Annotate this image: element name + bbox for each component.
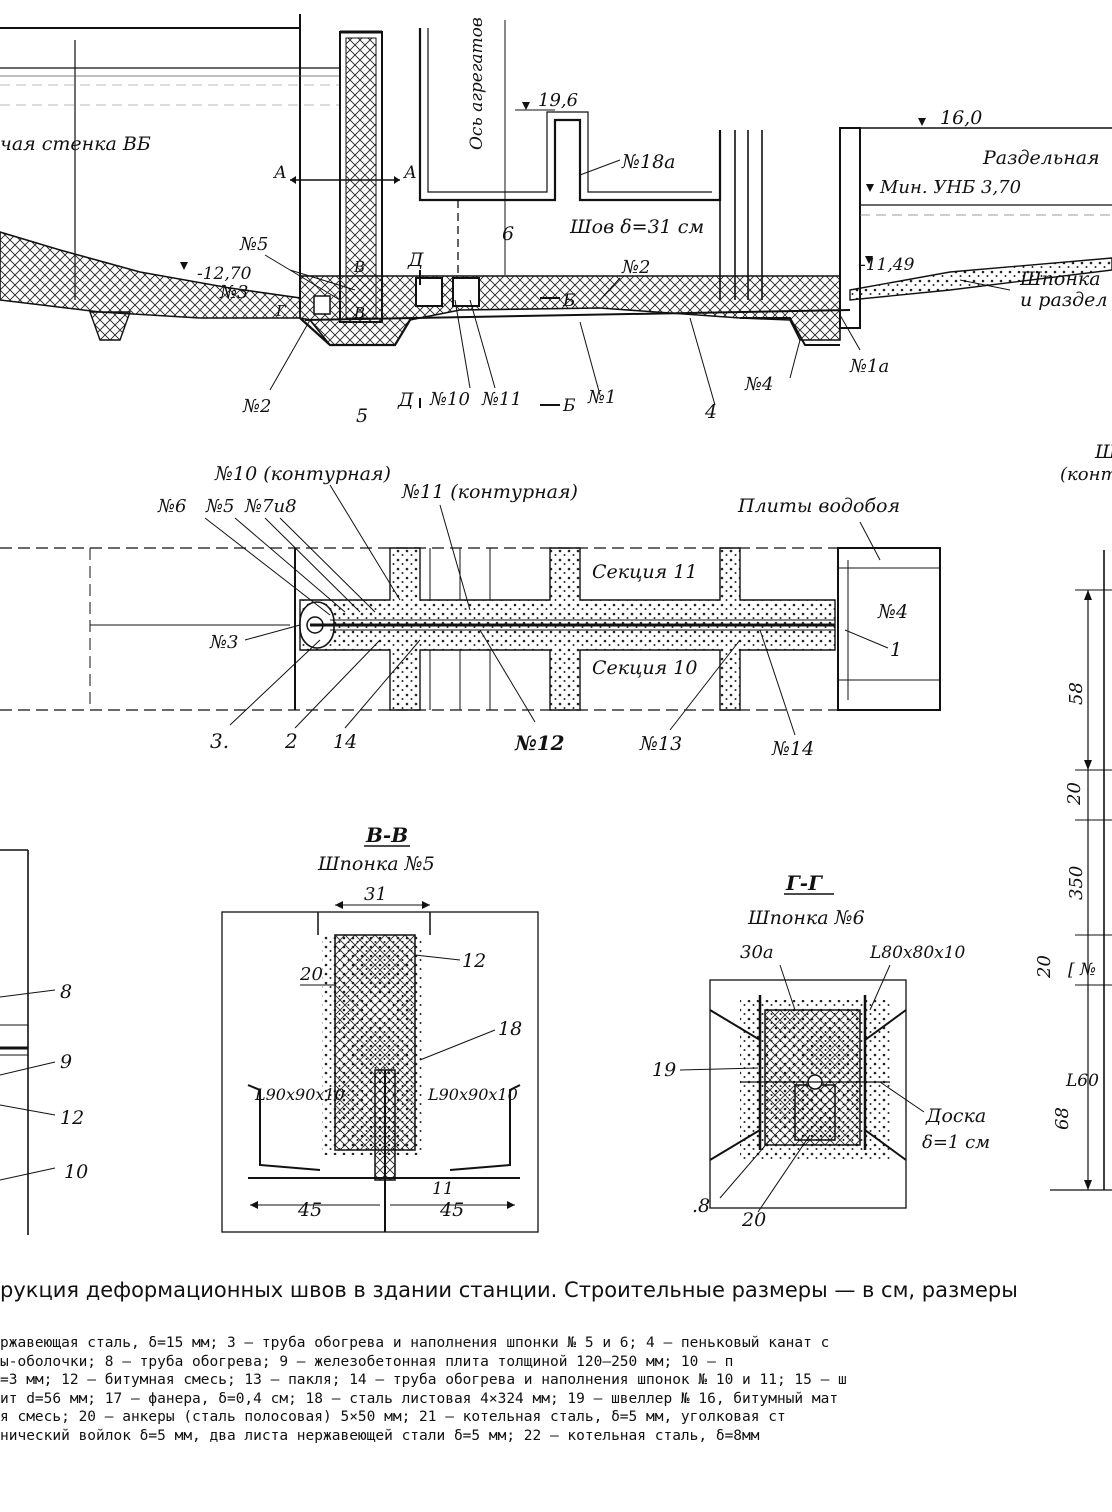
legend-line: =3 мм; 12 — битумная смесь; 13 — пакля; … — [0, 1372, 847, 1388]
n11-label: №11 — [481, 389, 522, 410]
left-label-10: 10 — [64, 1161, 88, 1183]
section-v-bottom: В — [353, 304, 365, 322]
dim-58-top: 58 — [1066, 682, 1087, 705]
label-14: 14 — [333, 731, 357, 753]
plan-view: №10 (контурная) №11 (контурная) №6 №5 №7… — [0, 441, 1112, 760]
n10-label: №10 — [429, 389, 470, 410]
dim-20-upper: 20 — [1064, 782, 1085, 806]
section-d-top: Д — [407, 249, 424, 271]
n5-label: №5 — [239, 234, 269, 255]
n14-label: №14 — [771, 738, 814, 760]
section-b-top: Б — [562, 291, 576, 311]
section-11-label: Секция 11 — [592, 561, 697, 583]
vv-angle-right: L90x90x10 — [427, 1085, 518, 1104]
angle-60-label: L60 — [1065, 1071, 1099, 1091]
section-gg: Г-Г Шпонка №6 30а L80x80x10 19 Доска δ=1… — [652, 871, 990, 1231]
label-4: 4 — [704, 401, 717, 423]
n5-plan-label: №5 — [205, 496, 235, 517]
label-6: 6 — [502, 223, 514, 245]
dim-350: 350 — [1066, 866, 1087, 900]
gg-board-thickness: δ=1 см — [922, 1132, 990, 1153]
gg-board-label: Доска — [925, 1105, 986, 1127]
n11-contour-label: №11 (контурная) — [401, 481, 578, 503]
section-a-left: А — [273, 163, 287, 183]
dim-20-lower: 20 — [1034, 955, 1055, 979]
legend-line: ржавеющая сталь, δ=15 мм; 3 — труба обог… — [0, 1335, 830, 1351]
elev-11-49: -11,49 — [860, 255, 915, 275]
n3-label: №3 — [219, 282, 249, 303]
left-fragment: 8 9 12 10 — [0, 849, 88, 1235]
label-5: 5 — [356, 405, 368, 427]
legend-line: я смесь; 20 — анкеры (сталь полосовая) 5… — [0, 1409, 786, 1425]
channel-label: [ № — [1068, 960, 1096, 980]
section-gg-subtitle: Шпонка №6 — [747, 907, 865, 929]
section-v-top: В — [353, 258, 365, 276]
gg-label-19: 19 — [652, 1059, 676, 1081]
left-label-12: 12 — [60, 1107, 84, 1129]
n7i8-label: №7и8 — [244, 496, 297, 517]
label-1: 1 — [890, 639, 902, 661]
n2-label-left: №2 — [242, 396, 272, 417]
section-g: Г — [275, 302, 287, 320]
n3-plan-label: №3 — [209, 632, 239, 653]
and-separator-label: и раздел — [1020, 289, 1108, 311]
left-label-9: 9 — [60, 1051, 72, 1073]
n1-label: №1 — [587, 387, 617, 408]
longitudinal-section: чая стенка ВБ Ось агрегатов 19,6 16,0 Ра… — [0, 14, 1112, 427]
vv-dim-20: 20 — [299, 964, 323, 985]
legend-block: ржавеющая сталь, δ=15 мм; 3 — труба обог… — [0, 1334, 1112, 1445]
drawing: чая стенка ВБ Ось агрегатов 19,6 16,0 Ра… — [0, 14, 1112, 1235]
n12-label: №12 — [514, 731, 565, 755]
figure-caption: рукция деформационных швов в здании стан… — [0, 1278, 1018, 1302]
legend-line: нический войлок δ=5 мм, два листа нержав… — [0, 1427, 760, 1444]
gg-label-30a: 30а — [740, 942, 774, 963]
right-dimensions: 58 20 350 20 68 [ № L60 — [1034, 550, 1112, 1191]
elev-16-0: 16,0 — [940, 107, 982, 129]
separator-label: Раздельная — [982, 147, 1100, 169]
label-3: 3. — [210, 729, 229, 753]
n6-label: №6 — [157, 496, 187, 517]
vv-dim-45-right: 45 — [439, 1199, 464, 1221]
gg-label-8: .8 — [692, 1195, 710, 1217]
legend-line: ы-оболочки; 8 — труба обогрева; 9 — желе… — [0, 1353, 734, 1370]
n1a-label: №1а — [849, 356, 889, 377]
vv-label-11: 11 — [432, 1179, 454, 1199]
n4-plan-label: №4 — [877, 601, 908, 623]
kon-right-label: (конт — [1060, 464, 1112, 485]
vv-label-18: 18 — [498, 1018, 522, 1040]
section-a-right: А — [403, 163, 417, 183]
vv-angle-left: L90x90x10 — [254, 1085, 345, 1104]
legend-line: ит d=56 мм; 17 — фанера, δ=0,4 см; 18 — … — [0, 1390, 839, 1407]
section-gg-title: Г-Г — [785, 871, 823, 895]
n10-contour-label: №10 (контурная) — [214, 463, 391, 485]
vv-dim-45-left: 45 — [297, 1199, 322, 1221]
plates-label: Плиты водобоя — [737, 495, 900, 517]
elev-12-70: -12,70 — [197, 264, 252, 284]
left-label-8: 8 — [60, 981, 72, 1003]
gg-angle: L80x80x10 — [869, 943, 966, 963]
min-unb-label: Мин. УНБ 3,70 — [879, 177, 1021, 198]
elev-19-6: 19,6 — [538, 90, 578, 111]
gg-label-20: 20 — [741, 1209, 766, 1231]
n2-label-mid: №2 — [621, 257, 651, 278]
n18a-label: №18а — [621, 151, 675, 173]
label-2: 2 — [284, 729, 298, 753]
section-b-bottom: Б — [562, 396, 576, 416]
section-vv-title: В-В — [365, 823, 408, 847]
axis-label: Ось агрегатов — [467, 17, 487, 150]
n4-label: №4 — [744, 374, 774, 395]
n13-label: №13 — [639, 733, 682, 755]
section-vv-subtitle: Шпонка №5 — [317, 853, 435, 875]
vv-dim-31: 31 — [364, 884, 387, 905]
vv-label-12: 12 — [462, 950, 486, 972]
key-section-label: Шпонка — [1019, 268, 1101, 290]
dim-68: 68 — [1052, 1107, 1073, 1130]
section-d-bottom: Д — [397, 389, 414, 411]
section-10-label: Секция 10 — [592, 657, 697, 679]
section-vv: В-В Шпонка №5 31 20 12 18 L90x90x10 L90x… — [221, 823, 539, 1233]
seam-label: Шов δ=31 см — [569, 216, 704, 238]
sh-right-label: Ш — [1094, 441, 1112, 463]
wall-label: чая стенка ВБ — [0, 133, 151, 155]
